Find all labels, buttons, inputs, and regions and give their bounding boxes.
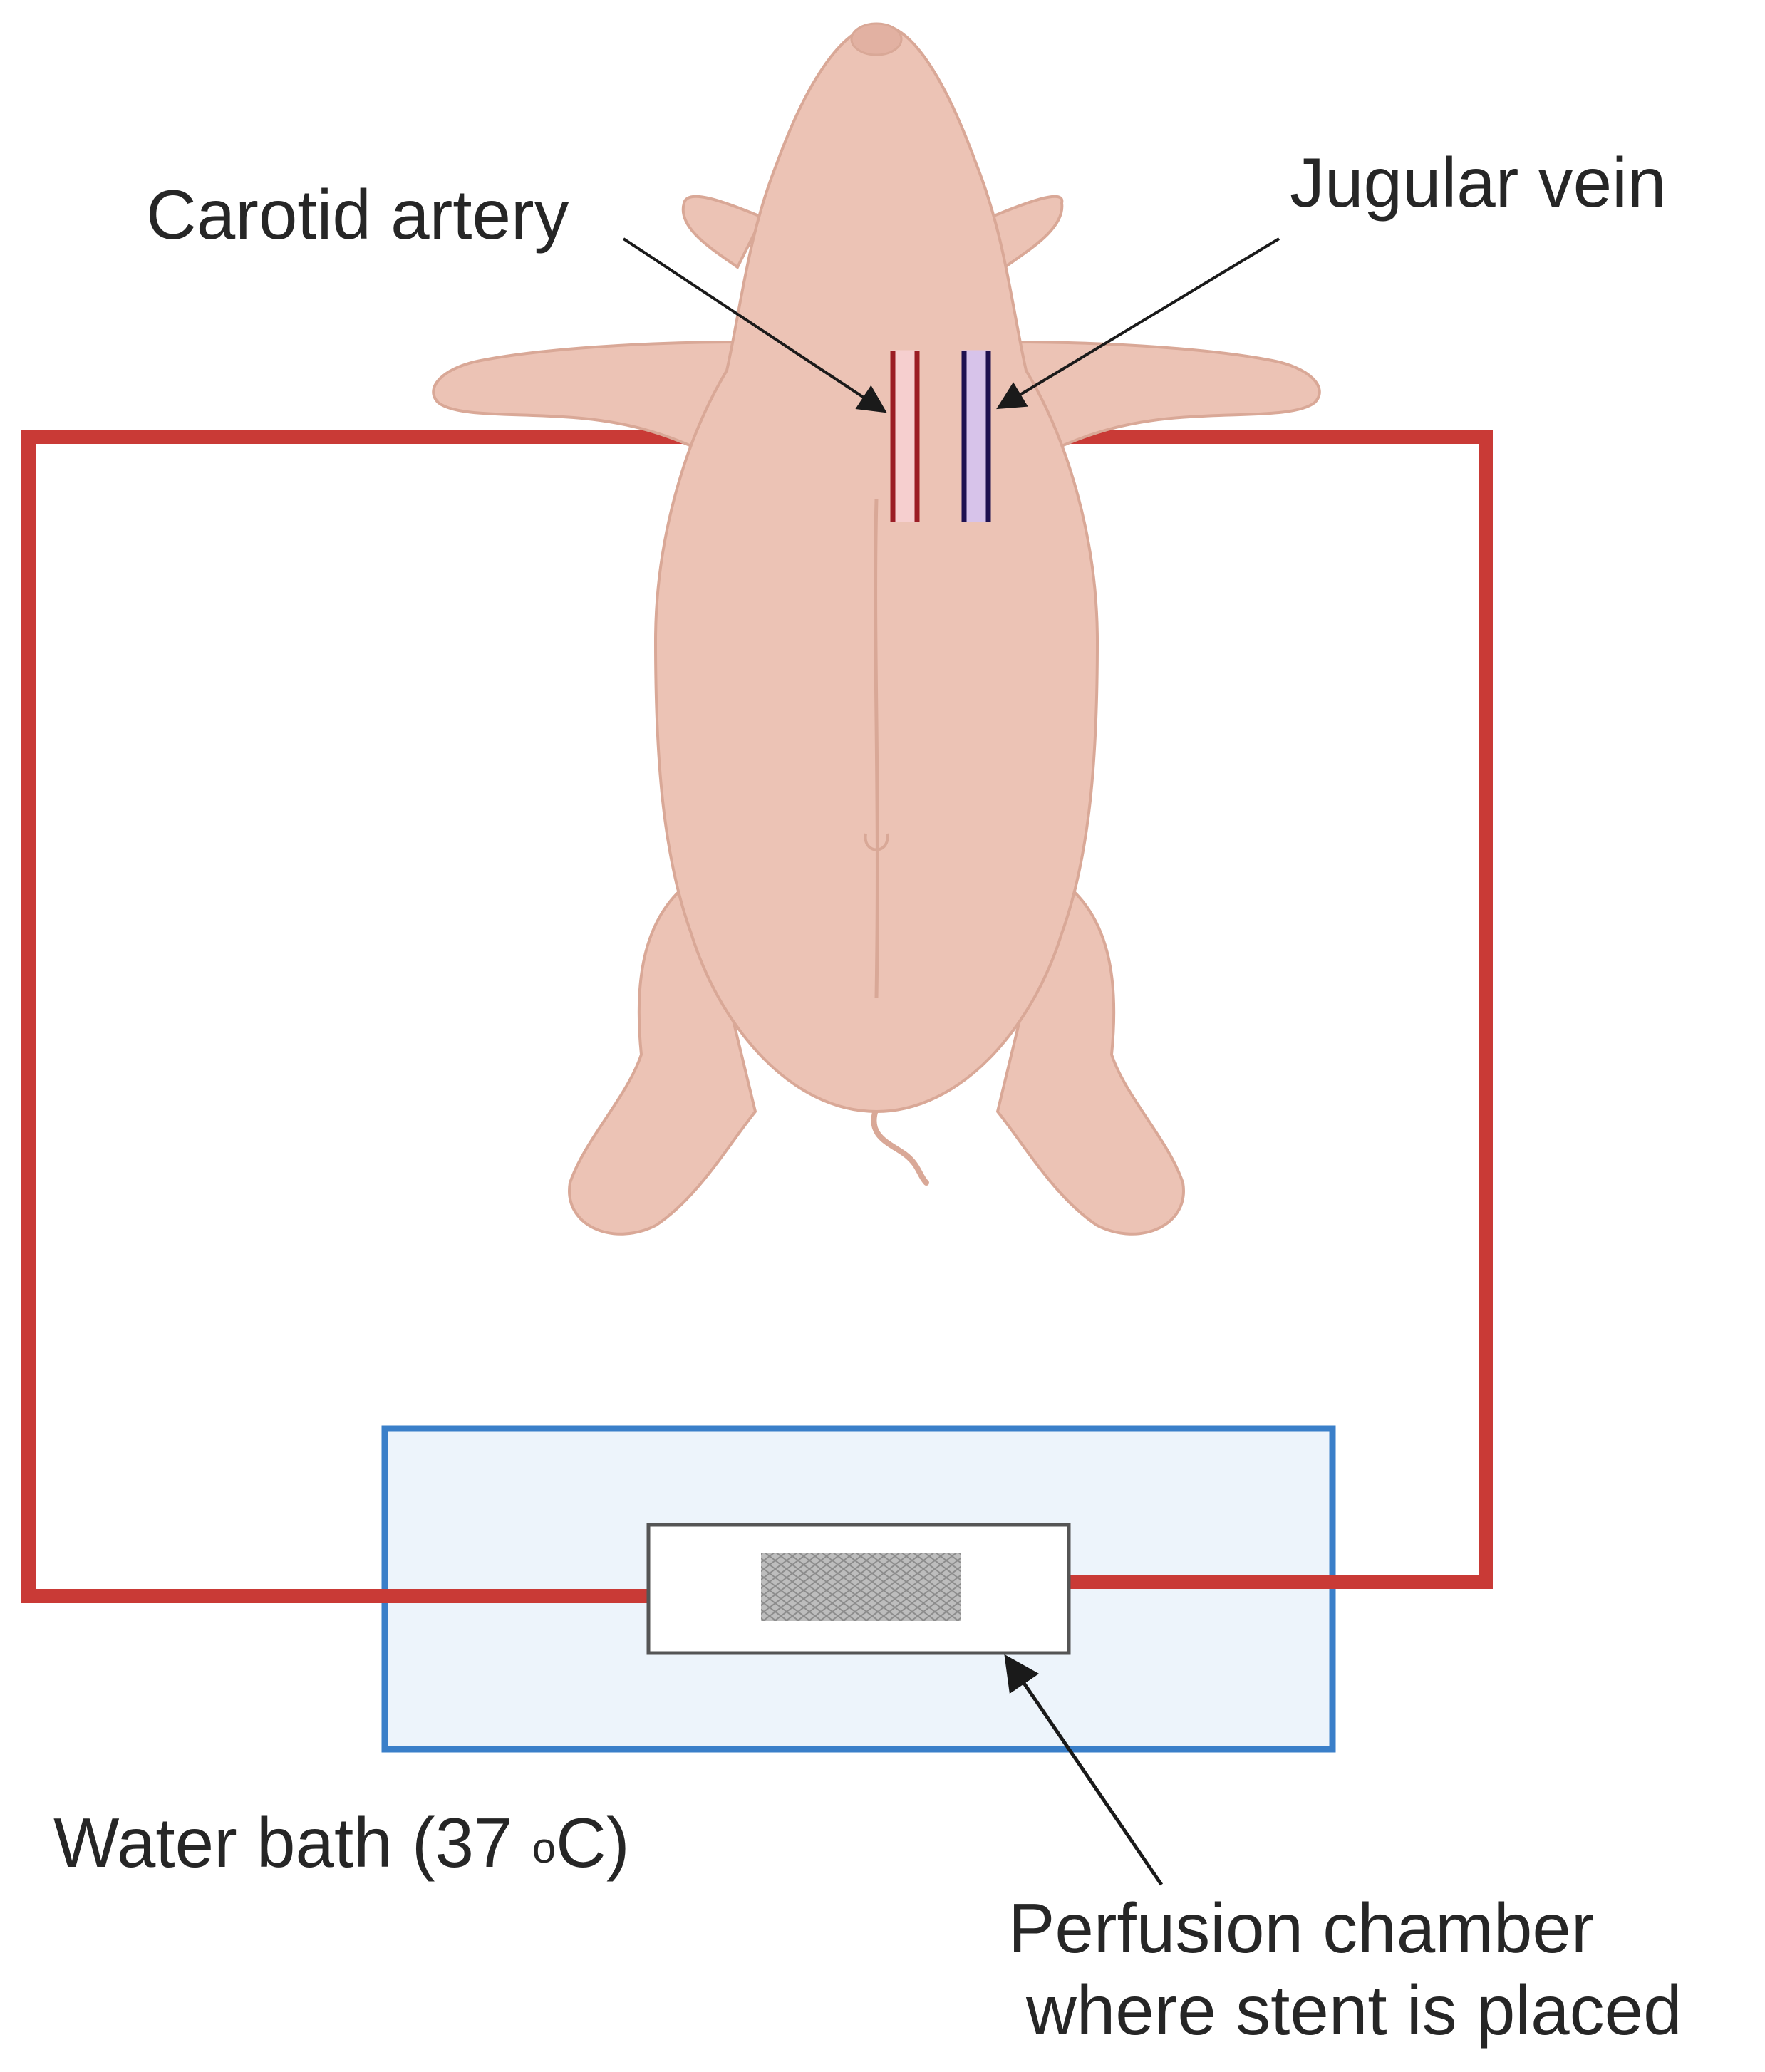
label-jugular-vein: Jugular vein xyxy=(1290,143,1667,222)
pig-navel xyxy=(864,833,889,851)
jugular-vein-vessel xyxy=(961,350,991,522)
label-perfusion-chamber-line2: where stent is placed xyxy=(1026,1971,1682,2049)
arrow-jugular xyxy=(996,237,1280,410)
label-water-bath-prefix: Water bath (37 xyxy=(53,1803,532,1882)
label-water-bath-degree: o xyxy=(532,1824,557,1872)
pig-belly-line xyxy=(874,498,879,998)
pig-snout xyxy=(850,22,903,56)
label-carotid-artery: Carotid artery xyxy=(146,175,569,254)
pig-front-leg-right xyxy=(1010,340,1321,458)
pig-tail xyxy=(871,1105,929,1186)
label-water-bath: Water bath (37 oC) xyxy=(53,1803,630,1883)
carotid-artery-vessel xyxy=(890,350,920,522)
pig-ear-right xyxy=(988,195,1064,270)
perfusion-tubing xyxy=(21,430,1493,1603)
arrow-perfusion xyxy=(1004,1654,1164,1886)
arrow-carotid xyxy=(622,237,887,413)
tubing-arterial-line xyxy=(21,430,894,1603)
pig-front-leg-left xyxy=(432,340,743,458)
stent-mesh-icon xyxy=(761,1553,961,1621)
label-water-bath-suffix: C) xyxy=(556,1803,630,1882)
label-perfusion-chamber-line1: Perfusion chamber xyxy=(1008,1889,1595,1967)
tubing-venous-line xyxy=(990,430,1493,1589)
pig-ear-left xyxy=(681,195,765,269)
pig-illustration xyxy=(432,22,1321,1236)
